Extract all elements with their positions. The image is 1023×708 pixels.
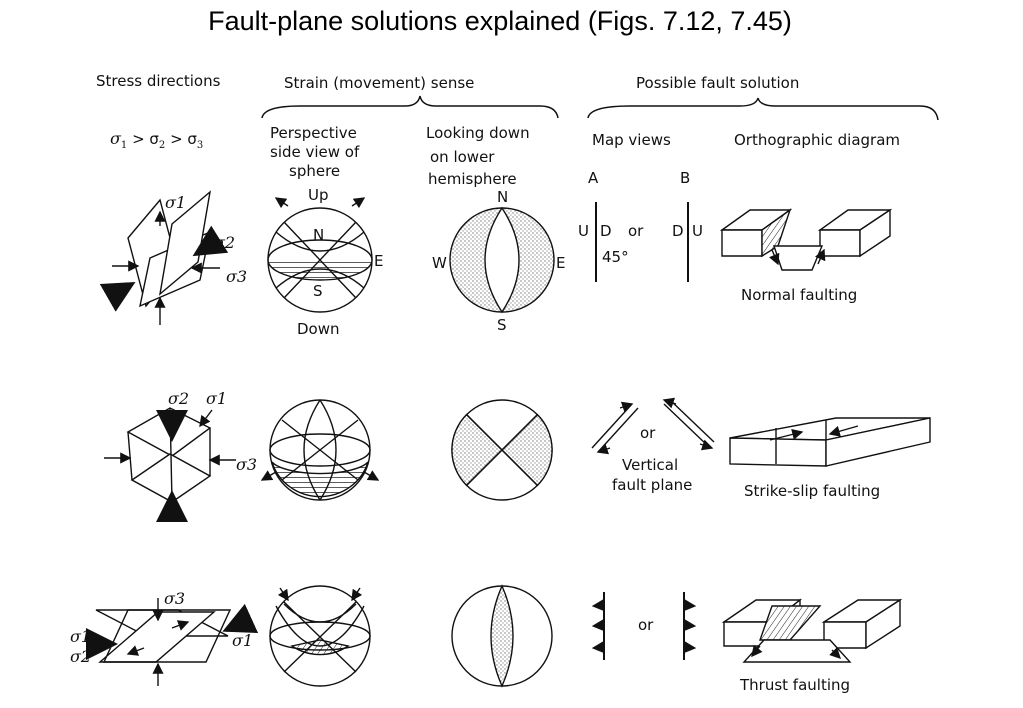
map-views-label: Map views bbox=[592, 131, 671, 149]
perspective-line2: side view of bbox=[270, 143, 360, 161]
stereonet-e-label: E bbox=[556, 254, 565, 272]
looking-line2: on lower bbox=[430, 148, 495, 166]
thrust-block-diagram bbox=[721, 598, 903, 663]
looking-line3: hemisphere bbox=[428, 170, 517, 188]
thrust-caption: Thrust faulting bbox=[739, 676, 850, 694]
thrust-stress-diagram bbox=[86, 598, 259, 686]
map-b-u: U bbox=[692, 222, 703, 240]
stress-order: σ1 > σ2 > σ3 bbox=[110, 129, 203, 151]
sphere-up-label: Up bbox=[308, 186, 329, 204]
col-b-label: B bbox=[680, 169, 690, 187]
thrust-sigma3: σ3 bbox=[164, 589, 185, 608]
page-title: Fault-plane solutions explained (Figs. 7… bbox=[208, 6, 792, 36]
perspective-line3: sphere bbox=[289, 162, 340, 180]
sphere-n-label: N bbox=[313, 226, 324, 244]
normal-sphere bbox=[267, 197, 373, 313]
strike-or: or bbox=[640, 424, 656, 442]
map-or: or bbox=[628, 222, 644, 240]
thrust-sigma1-right: σ1 bbox=[232, 631, 253, 650]
header-stress: Stress directions bbox=[96, 72, 221, 90]
ortho-label: Orthographic diagram bbox=[734, 131, 900, 149]
header-possible: Possible fault solution bbox=[636, 74, 799, 92]
thrust-map-views bbox=[591, 592, 697, 660]
normal-sigma1: σ1 bbox=[165, 193, 186, 212]
normal-map-views bbox=[595, 202, 689, 282]
stereonet-s-label: S bbox=[497, 316, 507, 334]
normal-stereonet bbox=[449, 206, 555, 314]
sphere-down-label: Down bbox=[297, 320, 340, 338]
normal-caption: Normal faulting bbox=[741, 286, 857, 304]
strike-vertical-line2: fault plane bbox=[612, 476, 692, 494]
brace-possible bbox=[587, 97, 939, 121]
map-b-d: D bbox=[672, 222, 684, 240]
map-angle: 45° bbox=[602, 248, 629, 266]
strike-vertical-line1: Vertical bbox=[622, 456, 678, 474]
thrust-sigma2: σ2 bbox=[70, 647, 91, 666]
strike-stress-diagram bbox=[104, 407, 236, 522]
thrust-sigma1-left: σ1 bbox=[70, 627, 91, 646]
map-a-u: U bbox=[578, 222, 589, 240]
strike-sigma1: σ1 bbox=[206, 389, 227, 408]
sphere-e-label: E bbox=[374, 252, 383, 270]
strike-sigma3: σ3 bbox=[236, 455, 257, 474]
thrust-stereonet bbox=[451, 584, 553, 688]
stereonet-n-label: N bbox=[497, 188, 508, 206]
header-strain: Strain (movement) sense bbox=[284, 74, 474, 92]
normal-sigma2: σ2 bbox=[214, 233, 235, 252]
sphere-s-label: S bbox=[313, 282, 323, 300]
normal-block-diagram bbox=[719, 208, 893, 271]
strike-sigma2: σ2 bbox=[168, 389, 189, 408]
normal-stress-diagram bbox=[99, 190, 229, 325]
brace-strain bbox=[261, 95, 559, 119]
thrust-or: or bbox=[638, 616, 654, 634]
strike-stereonet bbox=[451, 399, 553, 501]
strike-caption: Strike-slip faulting bbox=[744, 482, 880, 500]
looking-line1: Looking down bbox=[426, 124, 530, 142]
strike-map-views bbox=[591, 397, 715, 455]
strike-sphere bbox=[260, 399, 380, 501]
stereonet-w-label: W bbox=[432, 254, 447, 272]
col-a-label: A bbox=[588, 169, 599, 187]
map-a-d: D bbox=[600, 222, 612, 240]
thrust-sphere bbox=[269, 585, 371, 687]
perspective-line1: Perspective bbox=[270, 124, 357, 142]
normal-sigma3: σ3 bbox=[226, 267, 247, 286]
strike-block-diagram bbox=[729, 417, 931, 467]
